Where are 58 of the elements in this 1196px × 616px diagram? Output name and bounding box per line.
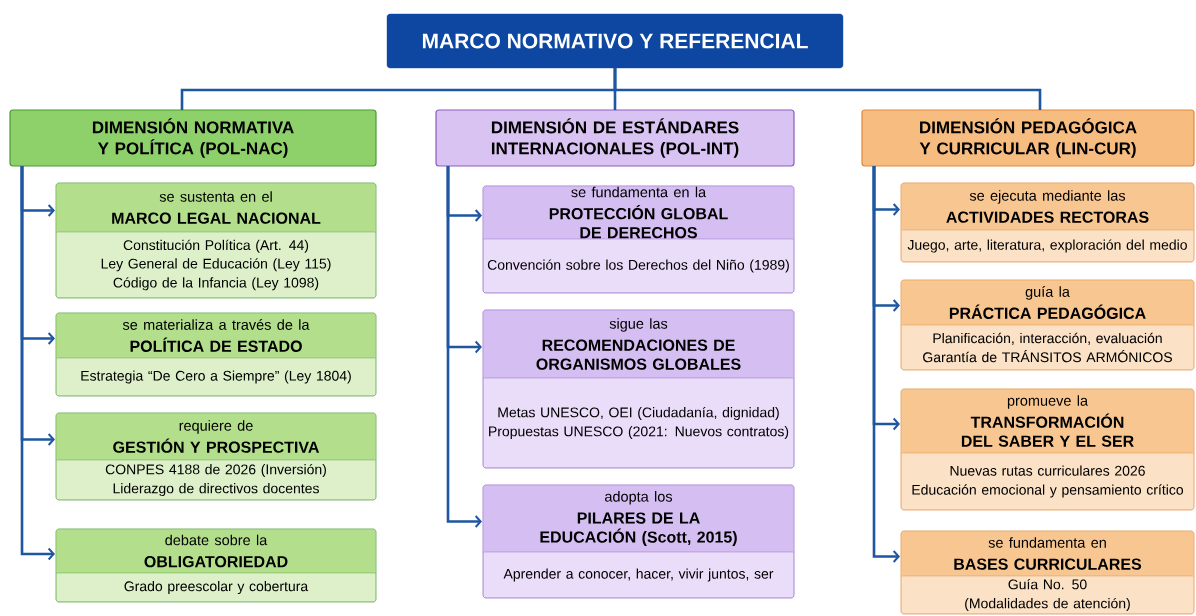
detail-text: Aprender a conocer, hacer, vivir juntos, ser xyxy=(503,568,774,582)
connector-arrow xyxy=(446,166,482,528)
concept-heading: PILARES DE LA EDUCACIÓN (Scott, 2015) xyxy=(540,512,737,546)
detail-text: Propuestas UNESCO (2021: Nuevos contratos) xyxy=(489,426,789,440)
concept-heading: ACTIVIDADES RECTORAS xyxy=(946,211,1149,223)
concept-heading: MARCO LEGAL NACIONAL xyxy=(112,212,321,224)
dimension-box: DIMENSIÓN PEDAGÓGICA Y CURRICULAR (LIN-CUR) xyxy=(861,109,1195,167)
connector-phrase: se ejecuta mediante las xyxy=(969,190,1126,204)
dimension-box: DIMENSIÓN NORMATIVA Y POLÍTICA (POL-NAC) xyxy=(9,109,377,167)
concept-box xyxy=(55,182,377,299)
concept-box xyxy=(55,412,377,501)
detail-text: Planificación, interacción, evaluación xyxy=(933,332,1162,345)
connector-arrow xyxy=(872,166,900,563)
detail-text: Educación emocional y pensamiento crítico xyxy=(912,484,1184,498)
concept-box xyxy=(482,185,795,294)
detail-text: Juego, arte, literatura, exploración del medio xyxy=(907,239,1187,253)
concept-box xyxy=(900,279,1195,371)
concept-heading: BASES CURRICULARES xyxy=(954,558,1142,570)
connector-phrase: se materializa a través de la xyxy=(122,319,310,330)
connector-phrase: se fundamenta en la xyxy=(571,186,707,198)
dimension-box: DIMENSIÓN DE ESTÁNDARES INTERNACIONALES (POL-INT) xyxy=(435,109,795,167)
concept-heading: OBLIGATORIEDAD xyxy=(144,556,288,568)
concept-box xyxy=(55,312,377,397)
concept-heading: PROTECCIÓN GLOBAL DE DERECHOS xyxy=(549,205,728,239)
connector-phrase: se fundamenta en xyxy=(988,537,1106,548)
detail-text: Estrategia “De Cero a Siempre” (Ley 1804) xyxy=(81,370,351,384)
connector-phrase: requiere de xyxy=(179,420,253,434)
concept-box xyxy=(900,530,1195,615)
detail-text: Constitución Política (Art. 44) xyxy=(123,239,309,253)
connector-phrase: debate sobre la xyxy=(165,534,268,546)
detail-text: Guía No. 50 xyxy=(1008,578,1087,590)
concept-box xyxy=(482,484,795,599)
detail-text: Metas UNESCO, OEI (Ciudadanía, dignidad) xyxy=(498,406,779,421)
detail-text: Grado preescolar y cobertura xyxy=(124,580,309,594)
connector-phrase: guía la xyxy=(1025,286,1070,300)
concept-heading: GESTIÓN Y PROSPECTIVA xyxy=(113,438,320,453)
detail-text: CONPES 4188 de 2026 (Inversión) xyxy=(105,463,326,478)
detail-text: Nuevas rutas curriculares 2026 xyxy=(950,465,1145,476)
detail-text: Liderazgo de directivos docentes xyxy=(113,483,319,497)
connector-phrase: sigue las xyxy=(609,318,668,332)
concept-box xyxy=(900,388,1195,511)
detail-text: Código de la Infancia (Ley 1098) xyxy=(113,277,319,291)
detail-text: Ley General de Educación (Ley 115) xyxy=(101,258,331,272)
concept-heading: TRANSFORMACIÓN DEL SABER Y EL SER xyxy=(961,413,1134,447)
connector-phrase: promueve la xyxy=(1007,395,1088,409)
concept-heading: POLÍTICA DE ESTADO xyxy=(130,337,302,352)
connector-phrase: se sustenta en el xyxy=(159,191,272,202)
concept-box xyxy=(900,182,1195,263)
detail-text: Convención sobre los Derechos del Niño (1989) xyxy=(487,259,789,273)
concept-heading: RECOMENDACIONES DE ORGANISMOS GLOBALES xyxy=(536,339,741,370)
detail-text: (Modalidades de atención) xyxy=(965,597,1130,612)
connector-phrase: adopta los xyxy=(605,491,673,505)
concept-box xyxy=(482,309,795,469)
concept-box xyxy=(55,528,377,603)
concept-heading: PRÁCTICA PEDAGÓGICA xyxy=(949,304,1146,319)
connector-arrow xyxy=(20,166,55,561)
title-box: MARCO NORMATIVO Y REFERENCIAL xyxy=(386,13,844,69)
detail-text: Garantía de TRÁNSITOS ARMÓNICOS xyxy=(923,349,1172,363)
